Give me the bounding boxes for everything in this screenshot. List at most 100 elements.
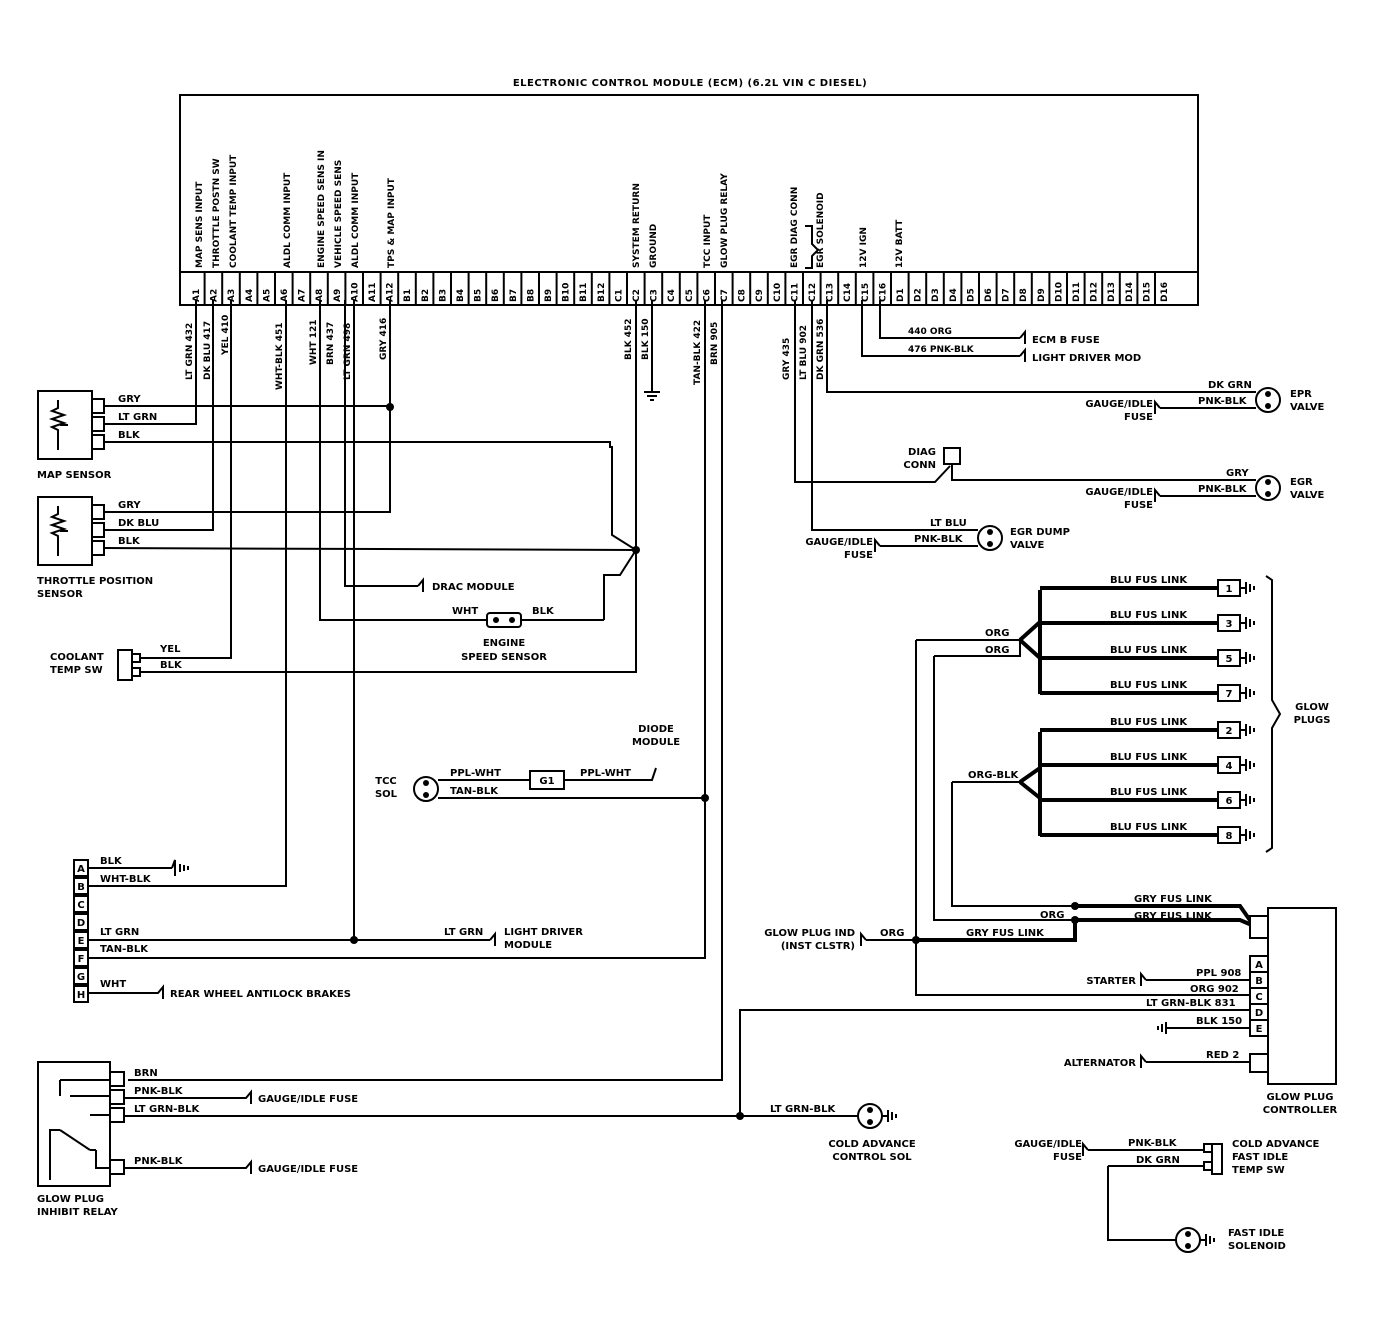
relay-switch <box>49 1114 110 1180</box>
fn-a8: ENGINE SPEED SENS IN <box>317 150 327 268</box>
diode-pplwht-label: PPL-WHT <box>580 768 631 779</box>
ess-wht-label: WHT <box>452 606 478 617</box>
blu-fus-link-label: BLU FUS LINK <box>1110 822 1188 833</box>
cafi-label-1: COLD ADVANCE <box>1232 1139 1320 1150</box>
fn-a10: ALDL COMM INPUT <box>351 172 361 268</box>
ecm-pin-c12: C12 <box>808 283 818 302</box>
fn-c10: EGR DIAG CONN <box>790 187 800 268</box>
wire-a3-label: YEL 410 <box>221 315 231 356</box>
fn-a3: COOLANT TEMP INPUT <box>229 154 239 268</box>
egr-gry-wire <box>951 464 1256 481</box>
c5-wire <box>88 300 706 959</box>
ecm-pin-d5: D5 <box>966 288 976 302</box>
cafi-label-2: FAST IDLE <box>1232 1152 1288 1163</box>
inhibit-label-1: GLOW PLUG <box>37 1194 104 1205</box>
blu-fus-link-label: BLU FUS LINK <box>1110 680 1188 691</box>
fis-label-1: FAST IDLE <box>1228 1228 1284 1239</box>
wire-a9-label: BRN 437 <box>326 322 336 365</box>
ecm-pin-d3: D3 <box>931 288 941 302</box>
tcc-label-2: SOL <box>375 789 398 800</box>
egr-pnkblk-label: PNK-BLK <box>1198 484 1248 495</box>
tps-label-2: SENSOR <box>37 589 83 600</box>
fn-a2: THROTTLE POSTN SW <box>212 158 222 268</box>
controller-alt-pin <box>1249 1053 1269 1073</box>
ecm-pin-a3: A3 <box>227 289 237 302</box>
tcc-label-1: TCC <box>375 776 397 787</box>
tps-dkblu-label: DK BLU <box>118 518 159 529</box>
glow-plug-number: 6 <box>1226 796 1233 807</box>
ecm-pin-d16: D16 <box>1160 282 1170 302</box>
wire-a12-label: GRY 416 <box>379 318 389 360</box>
dump-fuse-label: FUSE <box>844 550 873 561</box>
egr-gauge-label: GAUGE/IDLE <box>1085 487 1153 498</box>
map-sensor-box <box>37 390 93 460</box>
glow-plug-number: 7 <box>1226 689 1233 700</box>
cafi-pnkblk-label: PNK-BLK <box>1128 1138 1178 1149</box>
egr-dump-valve <box>977 525 1003 551</box>
fn-c11: EGR SOLENOID <box>816 192 826 268</box>
cas-pin-1 <box>867 1107 873 1113</box>
blu-fus-link-label: BLU FUS LINK <box>1110 645 1188 656</box>
gpi-label-1: GLOW PLUG IND <box>764 928 855 939</box>
wire-c10-label: GRY 435 <box>782 338 792 380</box>
epr-label-1: EPR <box>1290 389 1312 400</box>
egr-valve <box>1255 475 1281 501</box>
ecm-pin-a9: A9 <box>333 289 343 302</box>
ecm-pin-d11: D11 <box>1072 282 1082 302</box>
ecm-pin-c4: C4 <box>667 289 677 302</box>
ecm-pin-d8: D8 <box>1019 288 1029 302</box>
drac-module-label: DRAC MODULE <box>432 582 515 593</box>
org-wire-2 <box>934 640 1021 657</box>
gry-fus-label-2: GRY FUS LINK <box>1134 911 1213 922</box>
blu-fus-link-label: BLU FUS LINK <box>1110 717 1188 728</box>
map-pin-3 <box>91 434 105 450</box>
epr-fuse-label: FUSE <box>1124 412 1153 423</box>
fn-c6: GLOW PLUG RELAY <box>720 173 730 268</box>
cafi-label-3: TEMP SW <box>1232 1165 1285 1176</box>
tps-resistor <box>48 506 68 556</box>
ecm-pin-b6: B6 <box>491 289 501 302</box>
fn-c5: TCC INPUT <box>703 214 713 268</box>
controller-letter-e: E <box>1256 1024 1263 1035</box>
glow-plug-number: 4 <box>1226 761 1233 772</box>
conn-letter-d: D <box>77 918 85 929</box>
ecm-pin-c6: C6 <box>702 289 712 302</box>
ecm-pin-c3: C3 <box>650 289 660 302</box>
tcc-pin-1 <box>423 780 429 786</box>
egr-fuse-connector <box>1154 487 1161 502</box>
ess-blk-label: BLK <box>532 606 555 617</box>
glow-plug-number: 1 <box>1226 584 1233 595</box>
tcc-solenoid <box>413 776 439 802</box>
ecm-pin-a6: A6 <box>280 289 290 302</box>
glow-plug-ground-icon <box>1240 582 1255 594</box>
ltgrnblk-831-wire <box>739 1009 1250 1116</box>
fis-pin-1 <box>1185 1231 1191 1237</box>
org-label-2: ORG <box>985 645 1009 656</box>
egr-gry-label: GRY <box>1226 468 1249 479</box>
dump-gauge-label: GAUGE/IDLE <box>805 537 873 548</box>
orgblk-return <box>951 782 1075 907</box>
ecm-pin-d15: D15 <box>1142 282 1152 302</box>
dump-pnkblk-label: PNK-BLK <box>914 534 964 545</box>
fn-c16: 12V BATT <box>895 219 905 268</box>
ecm-pin-b4: B4 <box>456 289 466 302</box>
c1-to-coolant <box>140 550 637 673</box>
c11-ltblu-wire <box>811 300 978 531</box>
alternator-label: ALTERNATOR <box>1064 1058 1136 1069</box>
ecm-pin-a8: A8 <box>315 289 325 302</box>
ecm-pin-d10: D10 <box>1054 282 1064 302</box>
red-2-label: RED 2 <box>1206 1050 1239 1061</box>
tps-gry-label: GRY <box>118 500 141 511</box>
a10-drac-wire <box>344 300 418 587</box>
ecm-pin-a12: A12 <box>386 283 396 303</box>
c12-dkgrn-wire <box>826 300 1256 393</box>
glow-plug-ground-icon <box>1240 687 1255 699</box>
glow-plug-number: 3 <box>1226 619 1233 630</box>
glow-plug-controller-box <box>1267 907 1337 1085</box>
controller-letter-c: C <box>1255 992 1262 1003</box>
controller-ground-icon <box>1157 1022 1167 1034</box>
conn-ltgrn-label: LT GRN <box>100 927 139 938</box>
wire-c6-label: BRN 905 <box>710 322 720 365</box>
egr-pin-2 <box>1265 491 1271 497</box>
org-label-1: ORG <box>985 628 1009 639</box>
